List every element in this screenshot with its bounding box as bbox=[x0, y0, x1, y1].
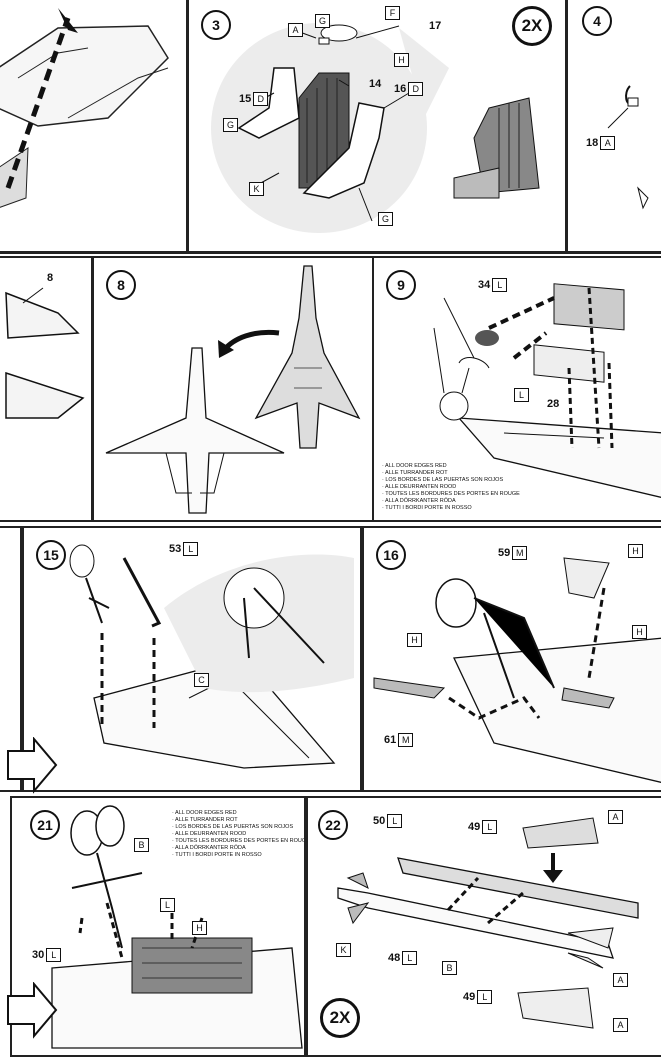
step-8-panel: 8 bbox=[92, 256, 374, 522]
part-code-label: B bbox=[442, 961, 457, 975]
part-code-label: B bbox=[134, 838, 149, 852]
part-code-label: H bbox=[407, 633, 422, 647]
part-number-label: 8 bbox=[47, 272, 54, 284]
part-code-label: C bbox=[194, 673, 209, 687]
continue-arrow-icon bbox=[7, 982, 58, 1039]
step-number: 22 bbox=[318, 810, 348, 840]
step-number: 16 bbox=[376, 540, 406, 570]
step-2-panel bbox=[0, 0, 186, 251]
step-number: 4 bbox=[582, 6, 612, 36]
missile-assembly-drawing bbox=[337, 817, 639, 1029]
part-code-label: A bbox=[288, 23, 303, 37]
step-7-drawing bbox=[5, 287, 85, 419]
door-edge-notes: · ALL DOOR EDGES RED· ALLE TURRANDER ROT… bbox=[382, 463, 520, 511]
door-edge-notes: · ALL DOOR EDGES RED· ALLE TURRANDER ROT… bbox=[172, 810, 306, 858]
panel-divider bbox=[186, 0, 189, 251]
landing-gear-bay-drawing bbox=[51, 805, 303, 1049]
part-code-label: L bbox=[514, 388, 529, 402]
part-code-label: K bbox=[336, 943, 351, 957]
part-code-label: H bbox=[394, 53, 409, 67]
fuselage-bay-drawing bbox=[433, 283, 661, 498]
aircraft-plan-drawing bbox=[105, 265, 361, 514]
part-code-label: K bbox=[249, 182, 264, 196]
part-number-label: 17 bbox=[429, 20, 442, 32]
part-code-label: G bbox=[223, 118, 238, 132]
step-number: 8 bbox=[106, 270, 136, 300]
part-code-label: H bbox=[628, 544, 643, 558]
continue-arrow-icon bbox=[7, 737, 58, 794]
panel-divider bbox=[565, 0, 568, 251]
part-code-label: L bbox=[160, 898, 175, 912]
cockpit-canopy-drawing bbox=[0, 8, 169, 208]
nose-gear-drawing bbox=[69, 544, 354, 769]
part-code-label: H bbox=[192, 921, 207, 935]
step-number: 9 bbox=[386, 270, 416, 300]
part-code-label: H bbox=[632, 625, 647, 639]
ejection-seat-drawing bbox=[211, 23, 540, 233]
part-code-label: F bbox=[385, 6, 400, 20]
multiplier-badge: 2X bbox=[320, 998, 360, 1038]
step-number: 21 bbox=[30, 810, 60, 840]
multiplier-badge: 2X bbox=[512, 6, 552, 46]
panel-divider bbox=[0, 251, 661, 254]
part-code-label: G bbox=[378, 212, 393, 226]
step-7-panel: 8 bbox=[0, 256, 93, 522]
step-number: 3 bbox=[201, 10, 231, 40]
part-code-label: A bbox=[613, 1018, 628, 1032]
step-4-drawing bbox=[607, 85, 649, 210]
part-number-label: 14 bbox=[369, 78, 382, 90]
part-code-label: A bbox=[608, 810, 623, 824]
part-code-label: G bbox=[315, 14, 330, 28]
step-number: 15 bbox=[36, 540, 66, 570]
main-gear-drawing bbox=[373, 557, 661, 783]
part-number-label: 28 bbox=[547, 398, 560, 410]
step-14-panel bbox=[0, 526, 22, 792]
part-code-label: A bbox=[613, 973, 628, 987]
